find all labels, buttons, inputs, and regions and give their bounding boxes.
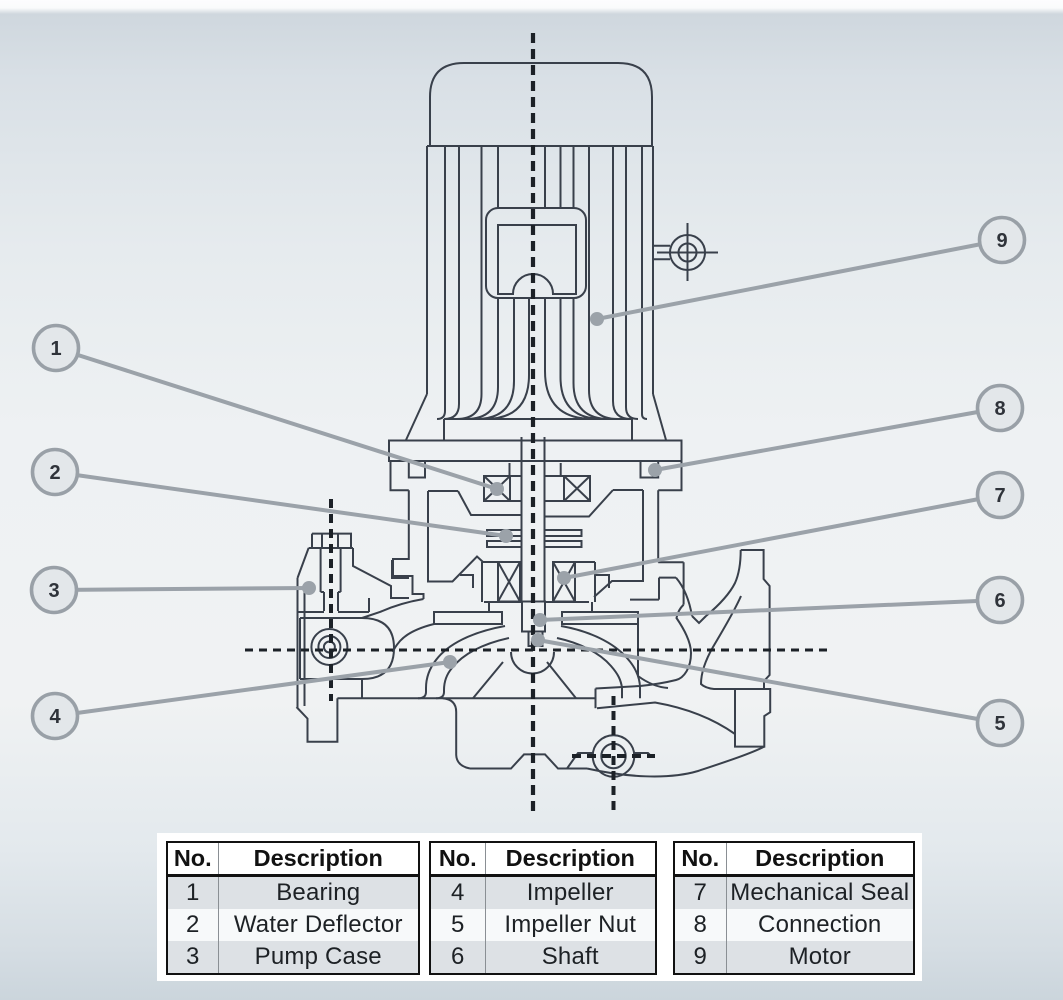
svg-text:8: 8 xyxy=(994,398,1005,420)
svg-text:2: 2 xyxy=(49,462,60,484)
svg-text:3: 3 xyxy=(48,580,59,602)
svg-text:7: 7 xyxy=(994,485,1005,507)
svg-text:1: 1 xyxy=(50,338,61,360)
svg-text:5: 5 xyxy=(994,713,1005,735)
svg-text:4: 4 xyxy=(49,706,61,728)
svg-text:9: 9 xyxy=(996,230,1007,252)
svg-text:6: 6 xyxy=(994,590,1005,612)
